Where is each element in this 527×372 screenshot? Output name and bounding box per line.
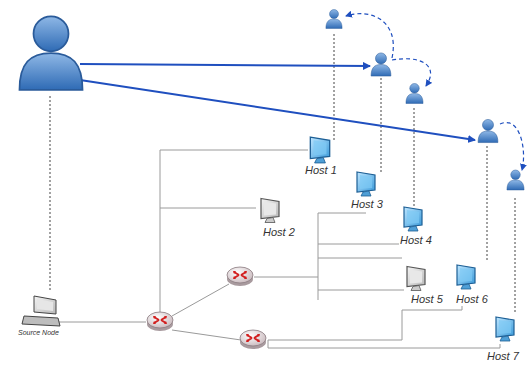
router-icon [147,312,173,331]
flow-arrow [80,64,370,66]
host-monitor [357,172,375,196]
flow-arrow [80,80,475,140]
host-monitor [310,137,329,163]
host-monitor [261,199,279,223]
host-monitor [404,207,422,231]
host-monitor [407,267,425,291]
forward-arcs [346,14,524,170]
user-icon [406,84,423,104]
host-label: Host 6 [455,293,489,306]
host-label: Host 2 [262,226,296,239]
source-computer [22,296,60,326]
host-label: Host 1 [304,164,338,177]
host-label: Host 4 [399,234,433,247]
user-icon [326,10,342,29]
host-label: Host 7 [486,350,520,363]
host-label: Host 3 [350,198,384,211]
host-monitor [496,317,514,341]
user-icon [478,119,498,142]
host-monitor [457,265,475,289]
source-user [20,16,83,90]
user-icon [507,170,524,190]
dotted-links [50,34,515,312]
router-icon [240,330,266,349]
host-label: Host 5 [410,293,444,306]
router-icon [227,267,253,286]
node-label: Source Node [17,328,60,337]
network-wires [56,150,500,348]
user-icon [371,53,391,76]
